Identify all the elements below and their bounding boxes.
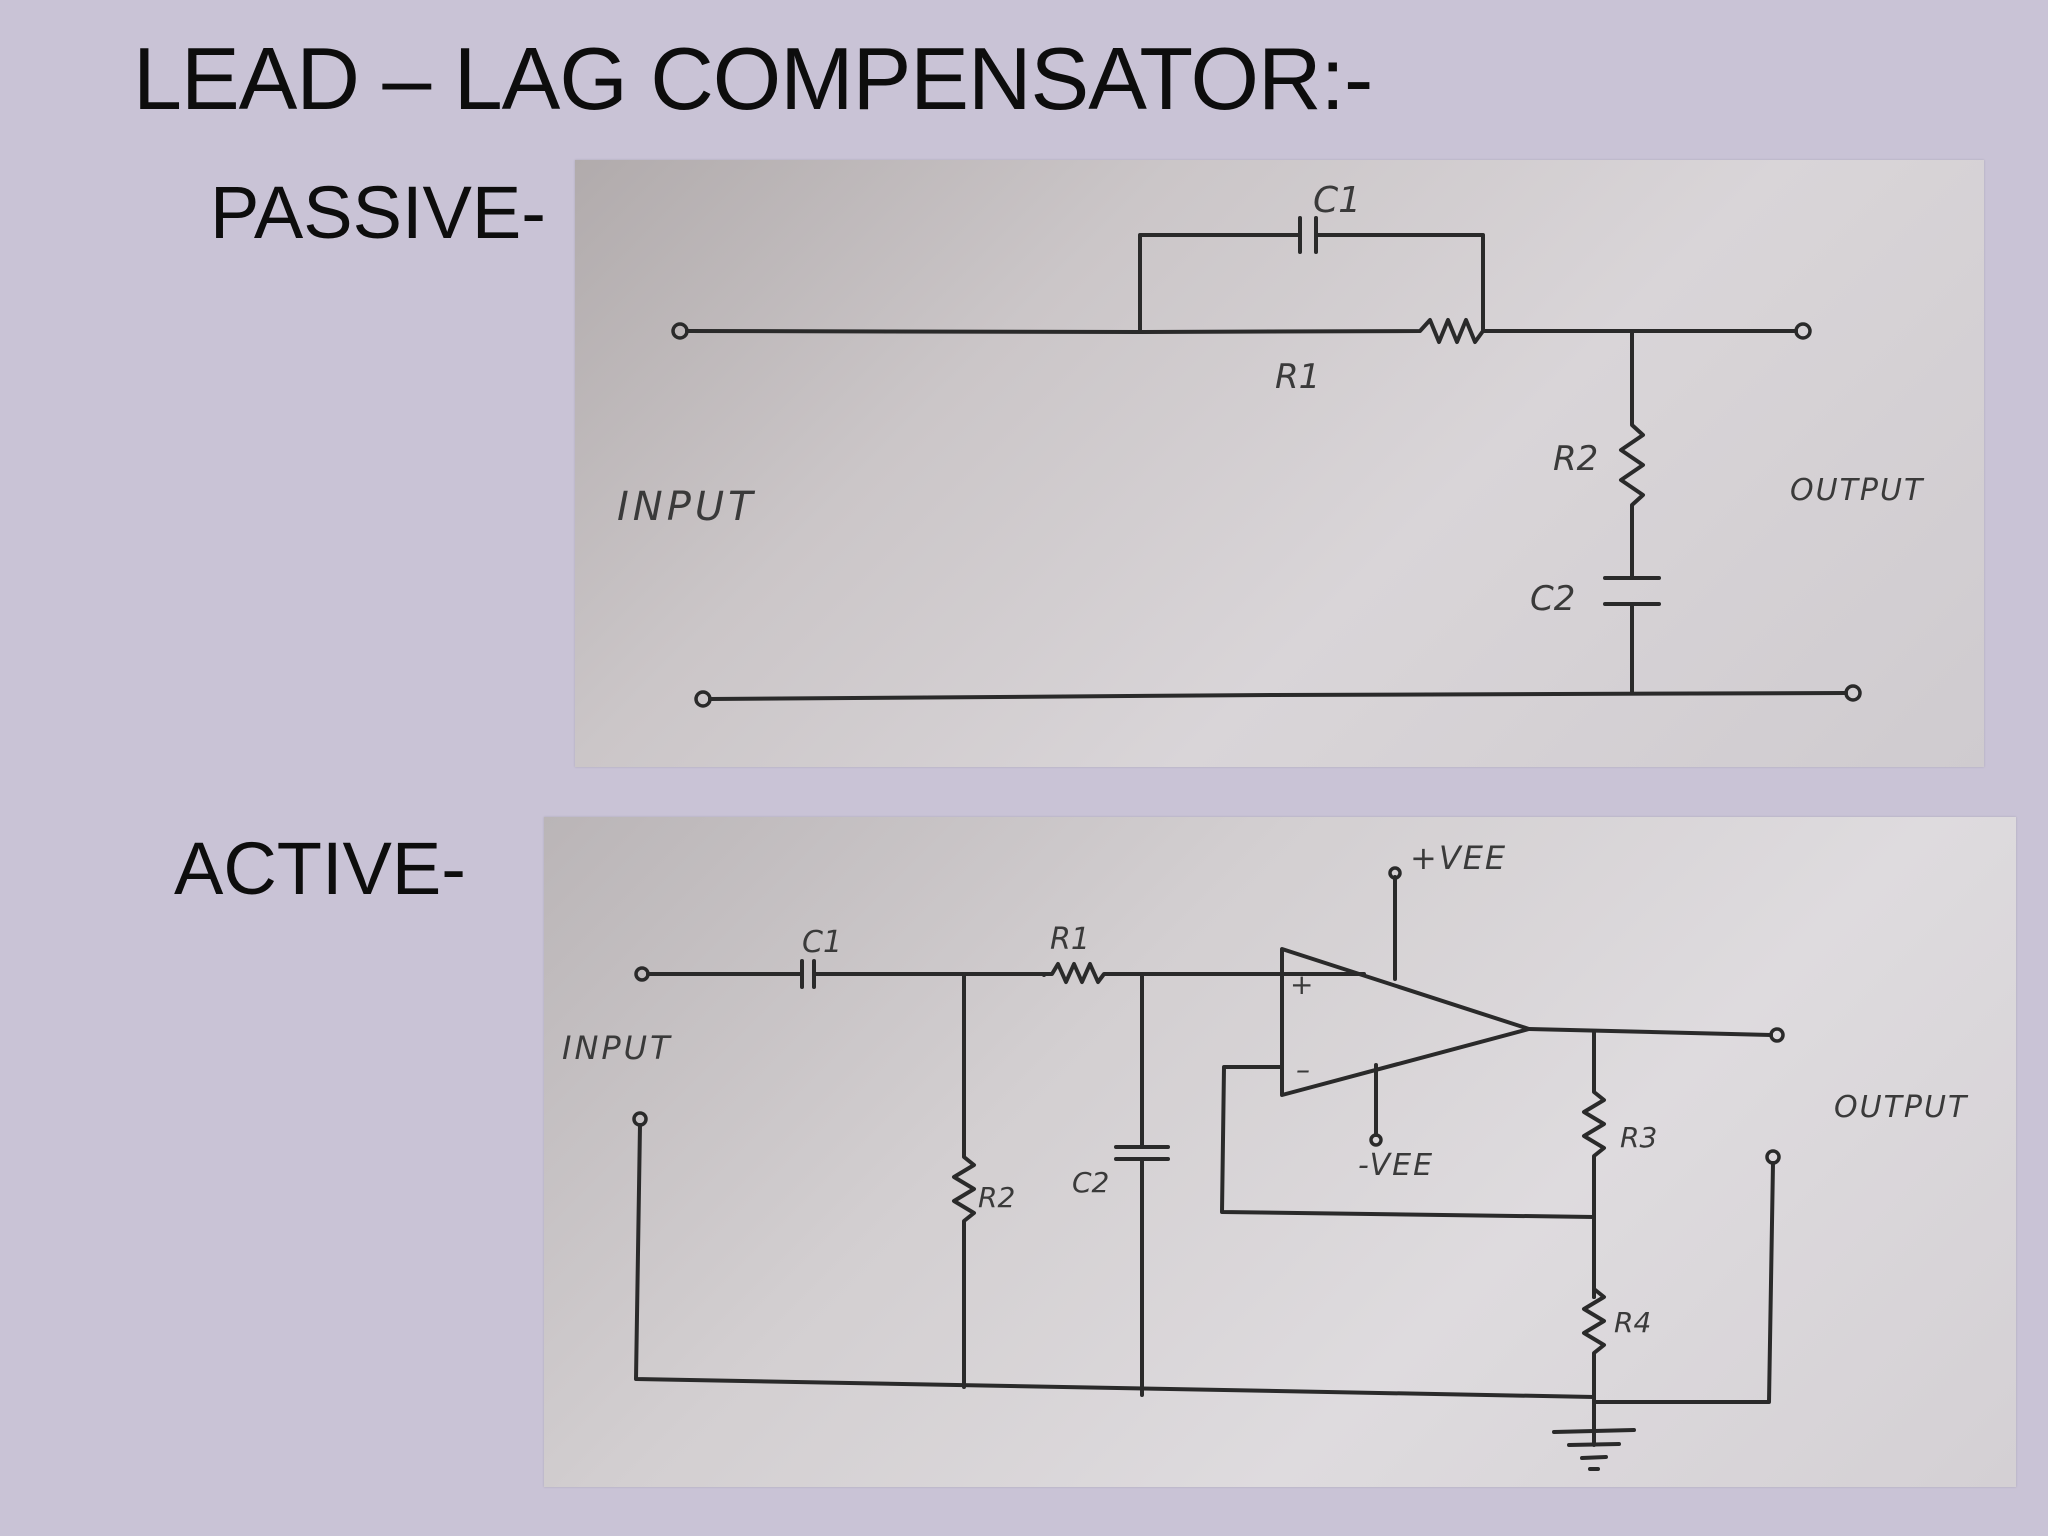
active-minus-vee-terminal	[1369, 1133, 1383, 1147]
active-r3-label: R3	[1620, 1121, 1657, 1154]
passive-section-label: PASSIVE-	[210, 171, 546, 254]
passive-top-wire	[685, 318, 1798, 344]
active-input-return-wire	[634, 1123, 1596, 1399]
passive-input-terminal-bottom	[694, 690, 712, 708]
passive-input-label: INPUT	[617, 484, 757, 530]
passive-r1-label: R1	[1275, 357, 1320, 397]
active-output-return-wire	[1592, 1161, 1775, 1404]
passive-r2-label: R2	[1553, 439, 1598, 479]
active-r4-label: R4	[1614, 1306, 1651, 1339]
ground-icon	[1552, 1428, 1636, 1471]
passive-c2-label: C2	[1530, 579, 1575, 619]
passive-bottom-wire	[708, 691, 1848, 701]
active-opamp-plus-sign: +	[1290, 968, 1313, 1001]
active-circuit-diagram: C1 R1 R2 C2 R3 R4 +VEE -VEE + – INPUT OU…	[562, 839, 1969, 1471]
active-output-label: OUTPUT	[1834, 1090, 1969, 1125]
active-opamp-minus-sign: –	[1296, 1053, 1310, 1086]
active-plus-vee-label: +VEE	[1410, 839, 1507, 877]
active-section-label: ACTIVE-	[174, 827, 466, 910]
passive-circuit-photo: C1 R1 R2 C2 INPUT OUTPUT	[575, 160, 1984, 767]
active-feedback-wire	[1220, 1065, 1596, 1219]
active-c1-label: C1	[802, 925, 842, 960]
active-r2-branch	[952, 973, 976, 1389]
active-c2-label: C2	[1072, 1166, 1109, 1199]
active-output-wire	[1527, 1027, 1773, 1037]
passive-output-terminal-bottom	[1844, 684, 1862, 702]
passive-output-terminal-top	[1794, 322, 1812, 340]
active-r4-branch	[1582, 1285, 1606, 1447]
passive-output-label: OUTPUT	[1790, 473, 1925, 508]
active-opamp	[1280, 947, 1531, 1097]
active-r1-label: R1	[1050, 922, 1090, 957]
active-r2-label: R2	[978, 1181, 1015, 1214]
passive-c1-label: C1	[1313, 180, 1361, 221]
active-plus-vee-terminal	[1388, 866, 1402, 880]
active-circuit-photo: C1 R1 R2 C2 R3 R4 +VEE -VEE + – INPUT OU…	[544, 817, 2016, 1487]
active-minus-vee-label: -VEE	[1358, 1148, 1434, 1183]
passive-c1-branch	[1138, 233, 1485, 334]
active-r1	[1042, 962, 1366, 984]
page-title: LEAD – LAG COMPENSATOR:-	[133, 29, 1373, 128]
passive-input-terminal-top	[671, 322, 689, 340]
active-r3-branch	[1582, 1029, 1606, 1299]
passive-circuit-diagram: C1 R1 R2 C2 INPUT OUTPUT	[617, 180, 1925, 708]
passive-shunt-branch	[1619, 329, 1645, 695]
active-input-label: INPUT	[562, 1029, 673, 1067]
